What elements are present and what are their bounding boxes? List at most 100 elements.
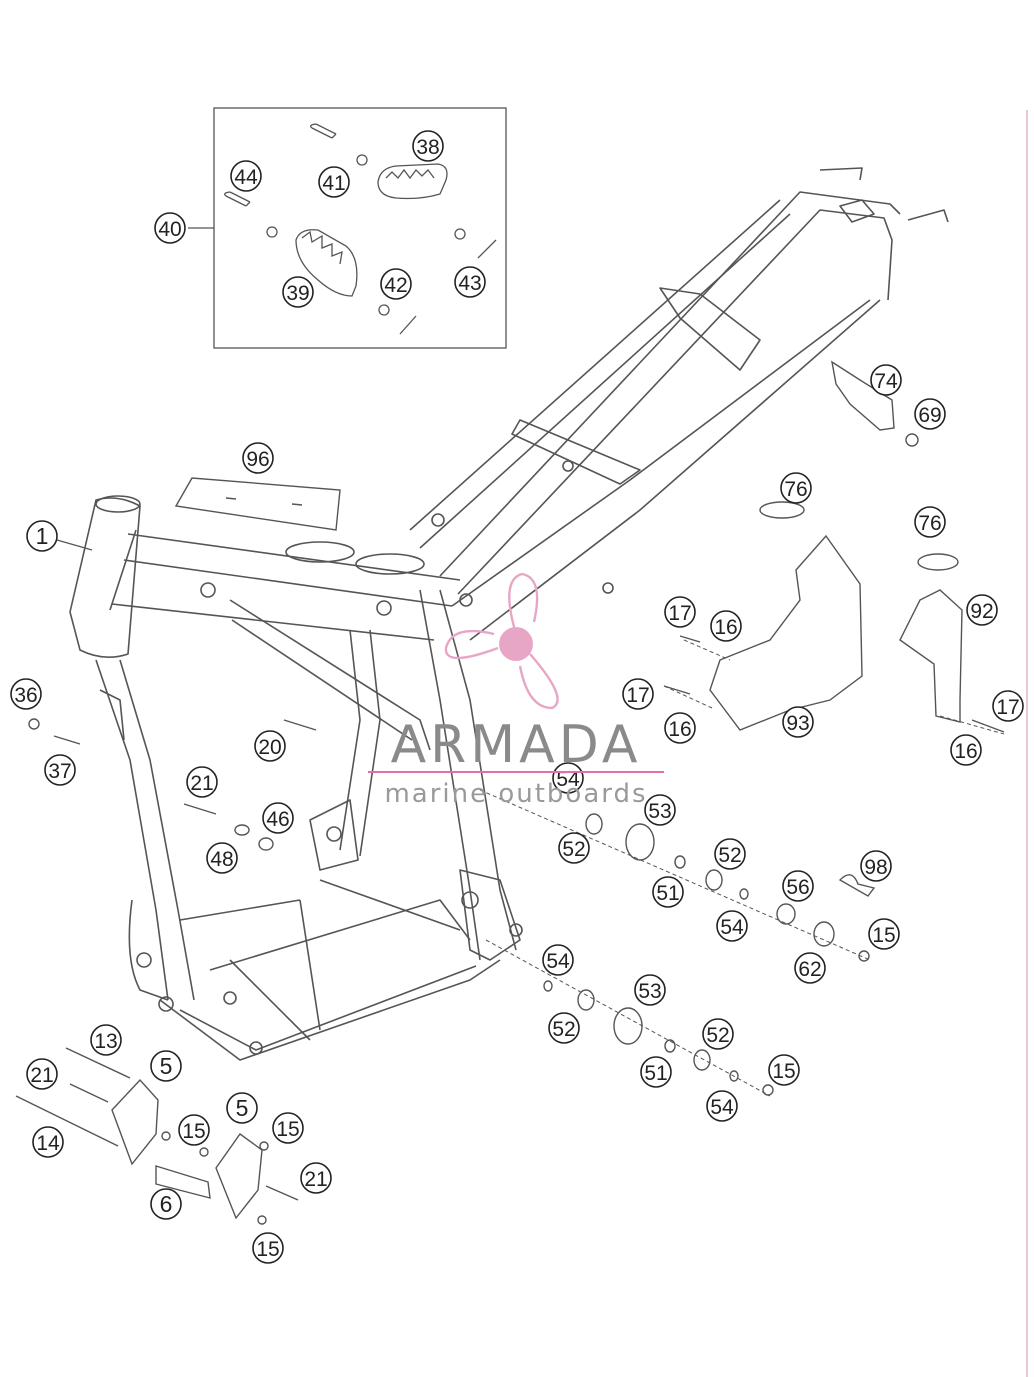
callout-circle <box>150 1050 182 1082</box>
callout-circle <box>716 910 748 942</box>
callout-c41: 41 <box>318 166 350 198</box>
callout-c15e: 15 <box>252 1232 284 1264</box>
callout-label: 54 <box>556 768 580 791</box>
callout-circle <box>914 506 946 538</box>
callout-label: 13 <box>94 1030 117 1053</box>
callout-c52b: 52 <box>714 838 746 870</box>
callout-c43: 43 <box>454 266 486 298</box>
callout-label: 53 <box>648 800 671 823</box>
pin-43-drawing <box>477 239 497 259</box>
callout-circle <box>26 520 58 552</box>
callout-c1: 1 <box>26 520 58 552</box>
callout-label: 17 <box>626 684 649 707</box>
callout-circle <box>252 1232 284 1264</box>
watermark-name: ARMADA <box>391 715 642 775</box>
callout-circle <box>272 1112 304 1144</box>
hardware-parts <box>15 635 1005 1225</box>
callout-c17b: 17 <box>622 678 654 710</box>
callout-c51a: 51 <box>652 876 684 908</box>
footrest-inset-box <box>188 107 507 349</box>
callout-c69: 69 <box>914 398 946 430</box>
callout-label: 69 <box>918 404 941 427</box>
callout-c51b: 51 <box>640 1056 672 1088</box>
callout-c74: 74 <box>870 364 902 396</box>
callout-label: 44 <box>234 166 258 189</box>
callout-circle <box>870 364 902 396</box>
callout-circle <box>186 766 218 798</box>
callout-c54c: 54 <box>542 944 574 976</box>
callout-label: 52 <box>562 838 585 861</box>
propeller-logo-icon <box>444 572 559 710</box>
callout-circle <box>412 130 444 162</box>
callout-label: 93 <box>786 712 809 735</box>
callout-circle <box>242 442 274 474</box>
callout-c54d: 54 <box>706 1090 738 1122</box>
callout-c6: 6 <box>150 1188 182 1220</box>
callout-label: 51 <box>656 882 679 905</box>
callout-label: 17 <box>668 602 691 625</box>
callout-circle <box>992 690 1024 722</box>
callout-circle <box>652 876 684 908</box>
callout-circle <box>558 832 590 864</box>
callout-circle <box>714 838 746 870</box>
footrest-right-drawing <box>310 123 448 200</box>
callout-label: 52 <box>718 844 741 867</box>
callout-c48: 48 <box>206 842 238 874</box>
callout-label: 48 <box>210 848 233 871</box>
callout-label: 37 <box>48 760 71 783</box>
callout-c15c: 15 <box>178 1114 210 1146</box>
callout-label: 5 <box>236 1095 249 1121</box>
callout-circle <box>868 918 900 950</box>
callout-circle <box>542 944 574 976</box>
callout-label: 52 <box>552 1018 575 1041</box>
callout-label: 51 <box>644 1062 667 1085</box>
callout-circle <box>380 268 412 300</box>
callout-label: 1 <box>36 523 49 549</box>
callout-label: 14 <box>36 1132 60 1155</box>
callout-circle <box>782 870 814 902</box>
callout-circle <box>702 1018 734 1050</box>
callout-c38: 38 <box>412 130 444 162</box>
callout-circle <box>282 276 314 308</box>
callout-c54a: 54 <box>552 762 584 794</box>
callout-label: 39 <box>286 282 309 305</box>
callout-circle <box>262 802 294 834</box>
callout-circle <box>206 842 238 874</box>
callout-c21a: 21 <box>186 766 218 798</box>
callout-c76a: 76 <box>780 472 812 504</box>
pin-42-drawing <box>399 315 417 335</box>
callout-c56: 56 <box>782 870 814 902</box>
callout-label: 74 <box>874 370 898 393</box>
callout-circle <box>914 398 946 430</box>
callout-label: 6 <box>160 1191 173 1217</box>
callout-circle <box>150 1188 182 1220</box>
washer-43-drawing <box>454 228 466 240</box>
callout-circle <box>10 678 42 710</box>
callout-label: 21 <box>30 1064 53 1087</box>
armada-watermark: ARMADA marine outboards <box>368 572 664 809</box>
callout-circle <box>966 594 998 626</box>
callout-c37: 37 <box>44 754 76 786</box>
washer-42-drawing <box>378 304 390 316</box>
callout-label: 15 <box>256 1238 279 1261</box>
callout-c16b: 16 <box>664 712 696 744</box>
callout-c52d: 52 <box>702 1018 734 1050</box>
callout-label: 43 <box>458 272 481 295</box>
callout-label: 42 <box>384 274 407 297</box>
callout-label: 15 <box>872 924 895 947</box>
callout-circle <box>26 1058 58 1090</box>
callout-label: 56 <box>786 876 809 899</box>
callout-c14: 14 <box>32 1126 64 1158</box>
callout-label: 16 <box>954 740 977 763</box>
callout-label: 20 <box>258 736 281 759</box>
callout-label: 54 <box>546 950 570 973</box>
callout-circle <box>644 794 676 826</box>
callout-c52a: 52 <box>558 832 590 864</box>
callout-c53a: 53 <box>644 794 676 826</box>
callout-label: 15 <box>182 1120 205 1143</box>
callout-label: 17 <box>996 696 1019 719</box>
callout-circle <box>640 1056 672 1088</box>
callout-c15a: 15 <box>868 918 900 950</box>
callout-circle <box>782 706 814 738</box>
number-plate-slot-left <box>225 497 237 500</box>
